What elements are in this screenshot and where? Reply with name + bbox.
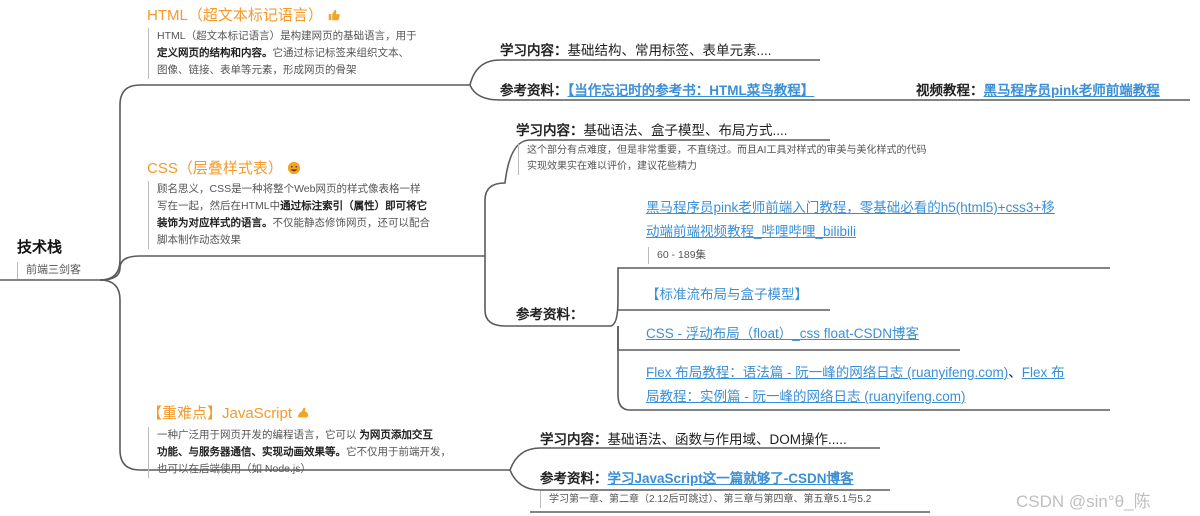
css-ref-link4[interactable]: Flex 布局教程：语法篇 - 阮一峰的网络日志 (ruanyifeng.com… — [646, 365, 1065, 404]
css-topic-note-line2: 写在一起，然后在HTML中通过标注索引（属性）即可将它 — [157, 200, 428, 212]
root-title: 技术栈 — [17, 239, 63, 256]
css-ref-link1[interactable]: 黑马程序员pink老师前端入门教程，零基础必看的h5(html5)+css3+移… — [646, 200, 1055, 239]
html-topic-note: HTML（超文本标记语言）是构建网页的基础语言，用于 定义网页的结构和内容。它通… — [148, 28, 457, 79]
html-ref-link[interactable]: 【当作忘记时的参考书：HTML菜鸟教程】 — [567, 83, 815, 98]
watermark: CSDN @sin°θ_陈 — [1016, 492, 1151, 511]
js-topic-title[interactable]: 【重难点】JavaScript — [147, 402, 310, 423]
root-node[interactable]: 技术栈 — [17, 236, 62, 257]
css-topic-note-line3: 装饰为对应样式的语言。不仅能静态修饰网页，还可以配合 — [157, 217, 430, 229]
html-learn-node[interactable]: 学习内容：基础结构、常用标签、表单元素.... — [500, 43, 772, 58]
css-ref-link1-note: 60 - 189集 — [648, 247, 706, 264]
css-topic-title[interactable]: CSS（层叠样式表） — [147, 157, 301, 178]
css-learn-note: 这个部分有点难度，但是非常重要，不直绕过。而且AI工具对样式的审美与美化样式的代… — [518, 143, 997, 175]
html-ref-node: 参考资料：【当作忘记时的参考书：HTML菜鸟教程】 — [500, 83, 815, 98]
css-learn-node[interactable]: 学习内容：基础语法、盒子模型、布局方式.... — [516, 123, 788, 138]
css-ref-link3[interactable]: CSS - 浮动布局（float）_css float-CSDN博客 — [646, 326, 920, 341]
html-video-link[interactable]: 黑马程序员pink老师前端教程 — [983, 83, 1160, 98]
css-ref-link2[interactable]: 【标准流布局与盒子模型】 — [646, 287, 808, 302]
thumbs-up-icon — [328, 9, 340, 21]
root-subtitle: 前端三剑客 — [17, 262, 81, 279]
js-learn-node[interactable]: 学习内容：基础语法、函数与作用域、DOM操作..... — [540, 432, 847, 447]
js-ref-link[interactable]: 学习JavaScript这一篇就够了-CSDN博客 — [607, 471, 854, 486]
css-ref-node[interactable]: 参考资料： — [516, 307, 584, 322]
js-ref-note: 学习第一章、第二章（2.12后可跳过）、第三章与第四章、第五章5.1与5.2 — [540, 491, 871, 508]
grin-face-icon — [287, 161, 300, 175]
html-topic-title[interactable]: HTML（超文本标记语言） — [147, 4, 341, 25]
html-video-node: 视频教程：黑马程序员pink老师前端教程 — [916, 83, 1160, 98]
js-topic-note-line1: 一种广泛用于网页开发的编程语言，它可以 为网页添加交互 — [157, 429, 433, 441]
js-topic-note-line2: 功能、与服务器通信、实现动画效果等。它不仅用于前端开发， — [157, 446, 451, 458]
css-topic-note: 顾名思义，CSS是一种将整个Web网页的样式像表格一样 写在一起，然后在HTML… — [148, 181, 467, 249]
js-topic-note: 一种广泛用于网页开发的编程语言，它可以 为网页添加交互 功能、与服务器通信、实现… — [148, 427, 487, 478]
html-topic-note-line2: 定义网页的结构和内容。它通过标记标签来组织文本、 — [157, 47, 409, 59]
flexed-biceps-icon — [297, 407, 309, 418]
js-ref-node: 参考资料：学习JavaScript这一篇就够了-CSDN博客 — [540, 471, 854, 486]
